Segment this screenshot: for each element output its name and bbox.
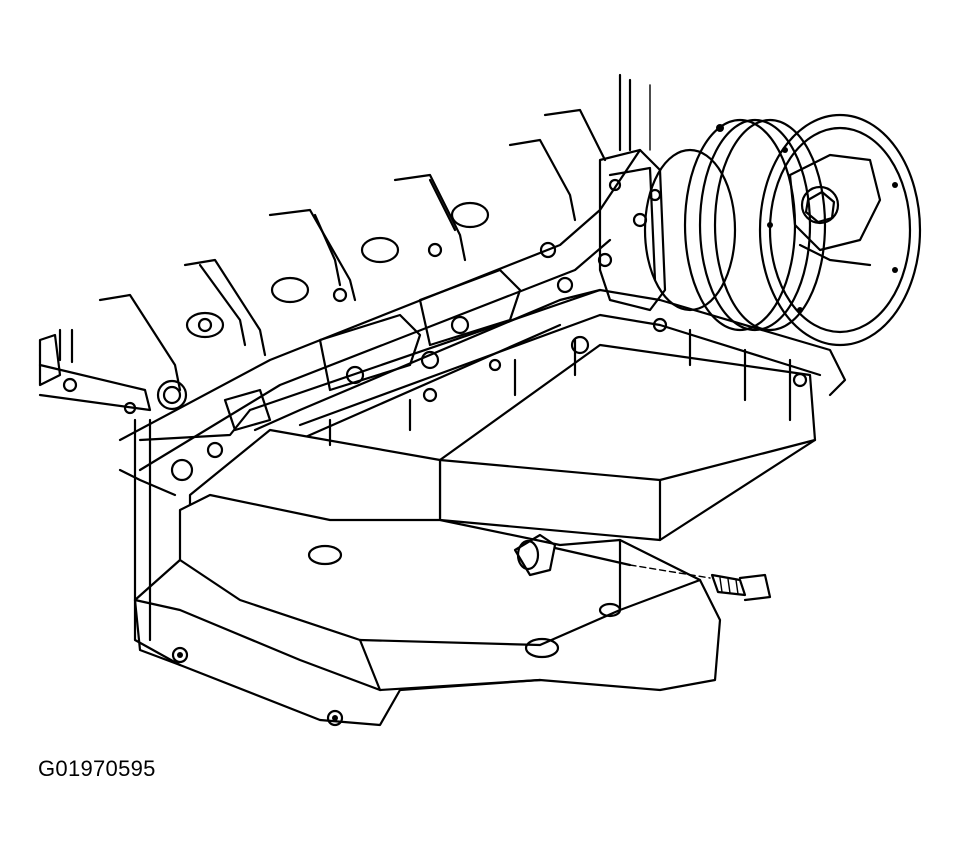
- oil-pan: [118, 288, 847, 727]
- drain-plug-assembly: [513, 533, 772, 602]
- figure-code-label: G01970595: [38, 756, 156, 781]
- crankshaft-pulley: [643, 113, 922, 347]
- front-cover: [597, 148, 667, 312]
- engine-block: [38, 73, 651, 472]
